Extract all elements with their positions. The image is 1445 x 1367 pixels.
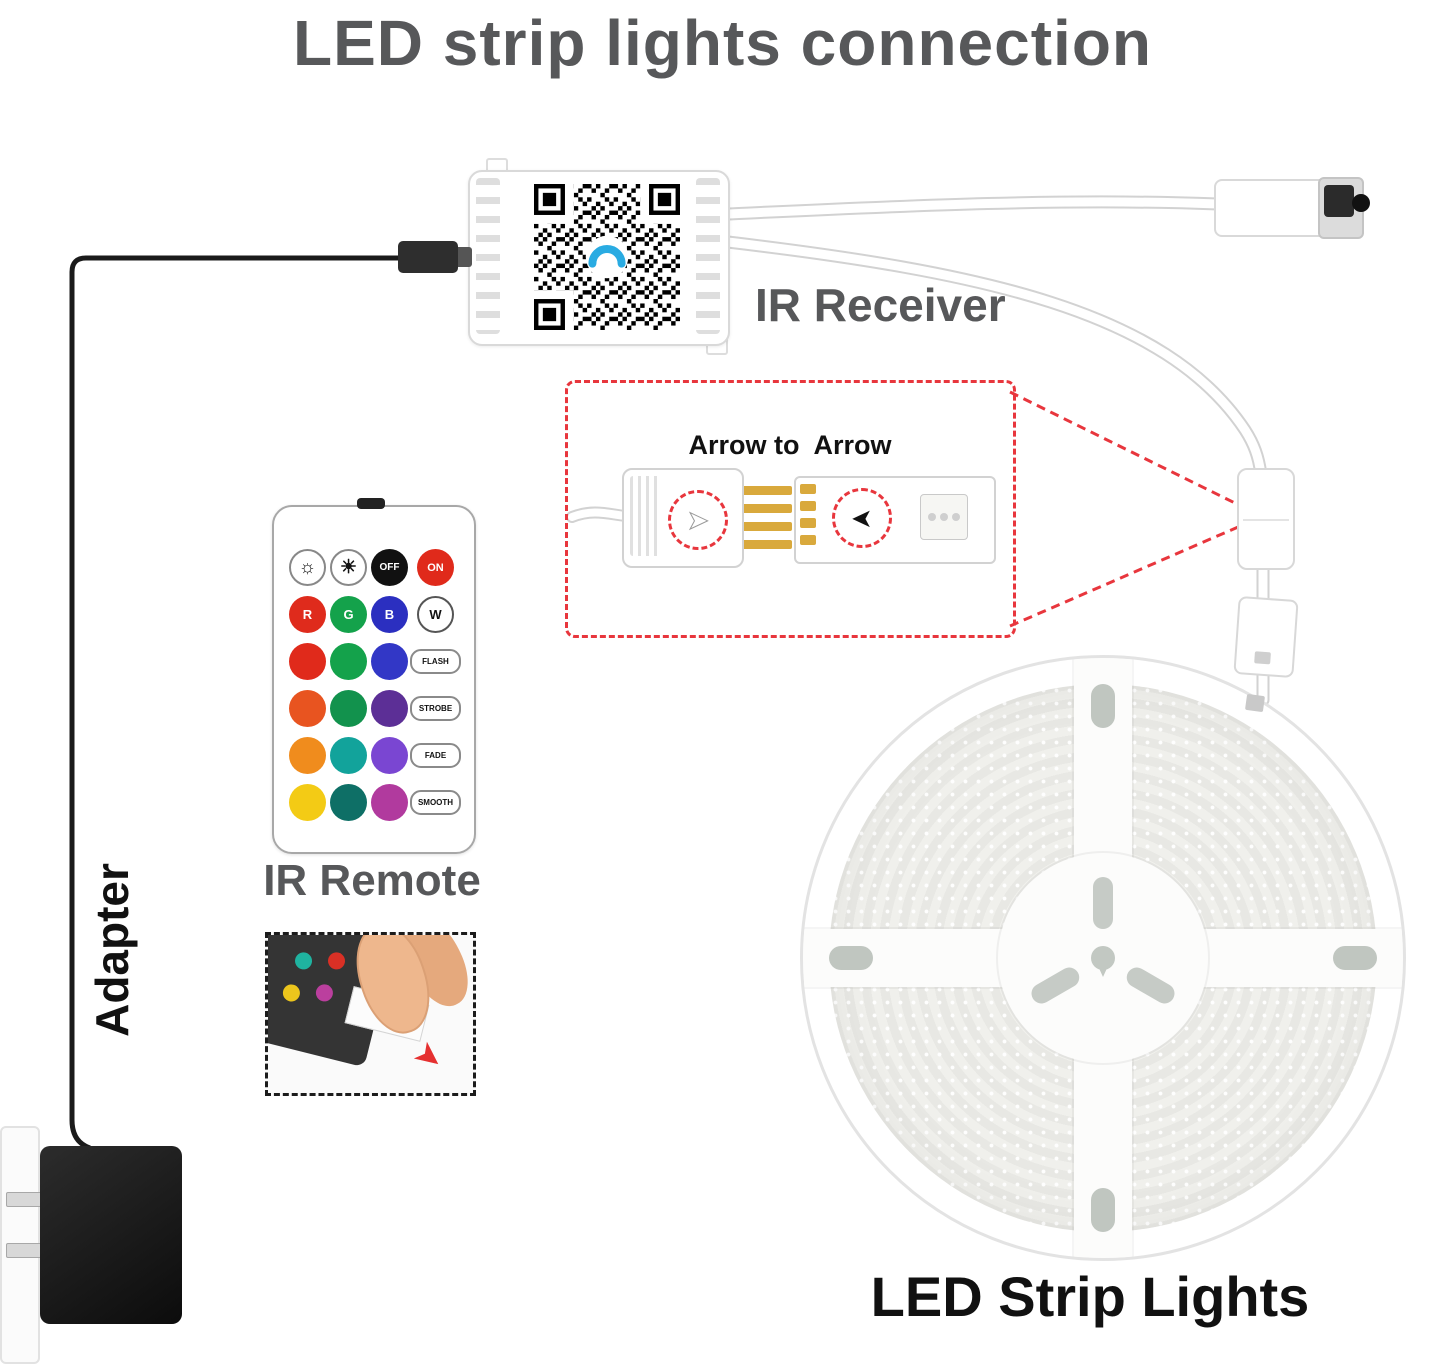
ir-receiver-lens-icon [1352, 194, 1370, 212]
color-button [371, 690, 408, 727]
reel-slot [1091, 684, 1115, 728]
adapter-label: Adapter [86, 863, 138, 1037]
strobe-button: STROBE [410, 696, 461, 721]
led-strip-lights-label: LED Strip Lights [870, 1265, 1310, 1328]
connector-pin [742, 486, 792, 495]
hub-slot [1093, 877, 1113, 929]
ir-receiver-label: IR Receiver [755, 279, 1006, 331]
reel-slot [1333, 946, 1377, 970]
inset-color-dot [281, 982, 302, 1004]
green-channel-button: G [330, 596, 367, 633]
led-chip [920, 494, 968, 540]
red-channel-button: R [289, 596, 326, 633]
remote-ir-emitter [357, 498, 385, 509]
dc-plug-barrel [398, 241, 458, 273]
brightness-up-icon: ☀ [339, 557, 358, 578]
ir-remote: ☼ ☀ OFF ON R G B W FLASH STROBE FADE [272, 505, 476, 854]
hub-slot [1123, 963, 1179, 1008]
connector-pin [742, 504, 792, 513]
strip-solder-pad [800, 484, 816, 494]
hub-center [1091, 946, 1115, 977]
arrow-to-arrow-label: Arrow to Arrow [688, 430, 892, 460]
inset-color-dot [314, 982, 335, 1004]
connector-pin [742, 522, 792, 531]
led-strip-reel [800, 655, 1406, 1261]
ir-receiver-body [1214, 179, 1330, 237]
white-channel-button: W [417, 596, 454, 633]
controller-ribs-right [696, 178, 720, 334]
color-button [330, 784, 367, 821]
reel-end-connector [1233, 596, 1299, 678]
color-button [371, 643, 408, 680]
remote-button-grid: ☼ ☀ OFF ON R G B W FLASH STROBE FADE [287, 549, 461, 821]
smooth-button: SMOOTH [410, 790, 461, 815]
leader-line-bottom [1009, 522, 1246, 628]
on-button: ON [417, 549, 454, 586]
strip-solder-pad [800, 535, 816, 545]
receiver-wire-outline [721, 195, 1225, 221]
led-chip-dot [928, 513, 936, 521]
inline-strip-connector [1237, 468, 1295, 570]
power-adapter [40, 1146, 182, 1324]
color-button [371, 784, 408, 821]
color-button [289, 690, 326, 727]
inset-color-dot [326, 950, 347, 972]
battery-tab-inset: ➤ [265, 932, 476, 1096]
strip-end-pad [1244, 693, 1266, 713]
connector-arrow-highlight: ➤ [668, 490, 728, 550]
strip-solder-pad [800, 518, 816, 528]
blue-channel-button: B [371, 596, 408, 633]
led-chip-dot [952, 513, 960, 521]
color-button [371, 737, 408, 774]
color-button [330, 737, 367, 774]
inset-color-dot [293, 950, 314, 972]
color-button [289, 643, 326, 680]
strip-solder-pad [800, 501, 816, 511]
connector-arrow-icon: ➤ [687, 504, 710, 535]
controller-ribs-left [476, 178, 500, 334]
page-title: LED strip lights connection [292, 7, 1153, 79]
ir-remote-label: IR Remote [263, 856, 481, 905]
reel-end-pad [1254, 651, 1271, 665]
brightness-up-button: ☀ [330, 549, 367, 586]
off-button: OFF [371, 549, 408, 586]
fade-button: FADE [410, 743, 461, 768]
led-chip-dot [940, 513, 948, 521]
connector-seam [1243, 519, 1289, 521]
leader-line-top [1009, 390, 1246, 510]
color-button [330, 643, 367, 680]
brightness-down-button: ☼ [289, 549, 326, 586]
reel-hub [998, 853, 1208, 1063]
ir-receiver-face [1324, 185, 1354, 217]
color-button [330, 690, 367, 727]
connector-pin [742, 540, 792, 549]
reel-slot [1091, 1188, 1115, 1232]
reel-slot [829, 946, 873, 970]
strip-connector-grip [630, 476, 662, 556]
receiver-wire [723, 197, 1223, 219]
qr-code [534, 184, 680, 330]
dc-plug-tip [454, 247, 472, 267]
strip-arrow-highlight: ➤ [832, 488, 892, 548]
color-button [289, 737, 326, 774]
flash-button: FLASH [410, 649, 461, 674]
hub-slot [1027, 963, 1083, 1008]
color-button [289, 784, 326, 821]
brightness-down-icon: ☼ [298, 556, 317, 578]
pull-direction-arrow-icon: ➤ [408, 1035, 449, 1078]
strip-arrow-icon: ➤ [851, 502, 873, 533]
qr-logo-icon [588, 245, 626, 268]
